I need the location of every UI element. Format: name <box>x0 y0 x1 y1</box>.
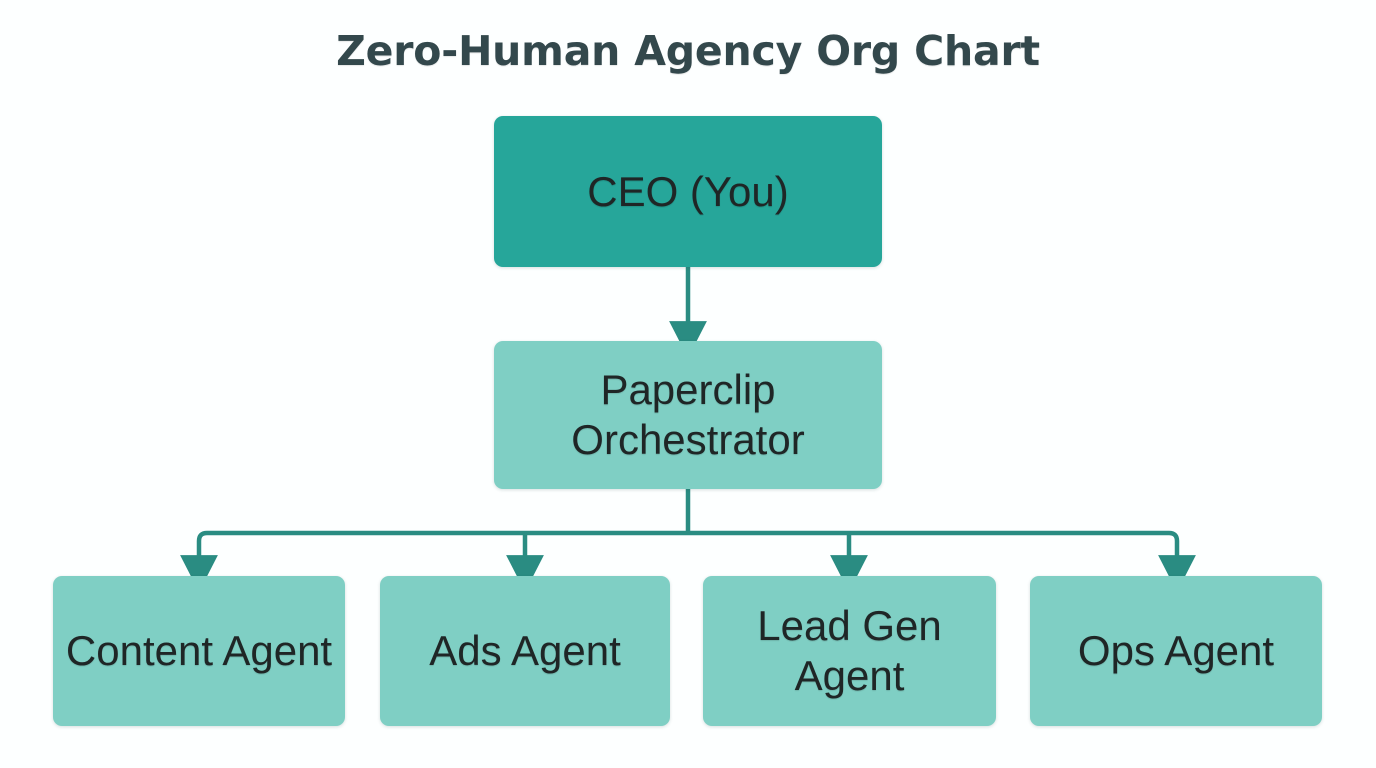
node-paperclip-orchestrator-label: Paperclip Orchestrator <box>571 366 805 463</box>
node-content-agent-label: Content Agent <box>65 627 333 675</box>
node-ops-agent-label: Ops Agent <box>1077 627 1275 675</box>
node-lead-gen-agent[interactable]: Lead Gen Agent <box>703 576 996 726</box>
edge-bus-right <box>688 530 1196 592</box>
node-ads-agent-label: Ads Agent <box>429 627 621 675</box>
node-ceo-label: CEO (You) <box>587 167 789 215</box>
edge-bus-left <box>180 530 688 592</box>
node-lead-gen-agent-label: Lead Gen Agent <box>757 602 942 699</box>
page-title: Zero-Human Agency Org Chart <box>336 27 1040 75</box>
node-ads-agent[interactable]: Ads Agent <box>380 576 670 726</box>
node-paperclip-orchestrator[interactable]: Paperclip Orchestrator <box>494 341 882 489</box>
node-content-agent[interactable]: Content Agent <box>53 576 345 726</box>
node-ceo[interactable]: CEO (You) <box>494 116 882 267</box>
node-ops-agent[interactable]: Ops Agent <box>1030 576 1322 726</box>
